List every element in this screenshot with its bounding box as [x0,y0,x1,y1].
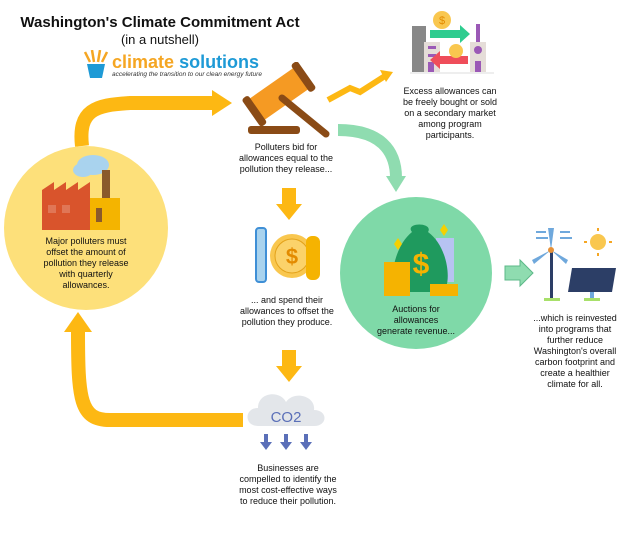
logo-sun-icon [83,50,109,78]
logo-tagline: accelerating the transition to our clean… [112,71,262,78]
dollar-sign: $ [286,244,298,269]
reinvest-text: ...which is reinvested into programs tha… [533,313,617,389]
arrow-to-auction [337,124,402,179]
svg-text:$: $ [439,15,445,27]
logo-word-climate: climate [112,52,175,72]
arrow-to-market [326,73,387,103]
buildings-exchange-icon: $ [410,11,494,74]
co2-cloud-icon: CO2 [247,394,325,450]
logo-wordmark: climate solutions [112,52,259,73]
arrow-down-2 [276,350,302,382]
arrow-to-reinvest [504,258,534,288]
page-title: Washington's Climate Commitment Act [20,14,300,31]
market-text: Excess allowances can be freely bought o… [402,86,498,140]
spend-text: ... and spend their allowances to offset… [240,295,334,327]
arrow-head [212,90,232,116]
gavel-icon [242,62,330,138]
polluters-text: Major polluters must offset the amount o… [43,236,129,290]
auctions-text: Auctions for allowances generate revenue… [376,304,456,336]
arrow-down-1 [276,188,302,220]
logo-word-solutions: solutions [179,52,260,72]
money-bag-icon: $ [384,224,458,296]
page-subtitle: (in a nutshell) [120,32,200,47]
co2-label: CO2 [271,409,302,426]
businesses-text: Businesses are compelled to identify the… [239,463,337,506]
bid-text: Polluters bid for allowances equal to th… [238,142,334,174]
factory-icon [42,155,120,230]
svg-text:$: $ [413,248,430,281]
wind-solar-icon [532,228,616,301]
arrow-to-gavel [74,96,215,147]
arrow-back-to-polluters [71,329,243,427]
coins-icon: $ [255,227,320,283]
